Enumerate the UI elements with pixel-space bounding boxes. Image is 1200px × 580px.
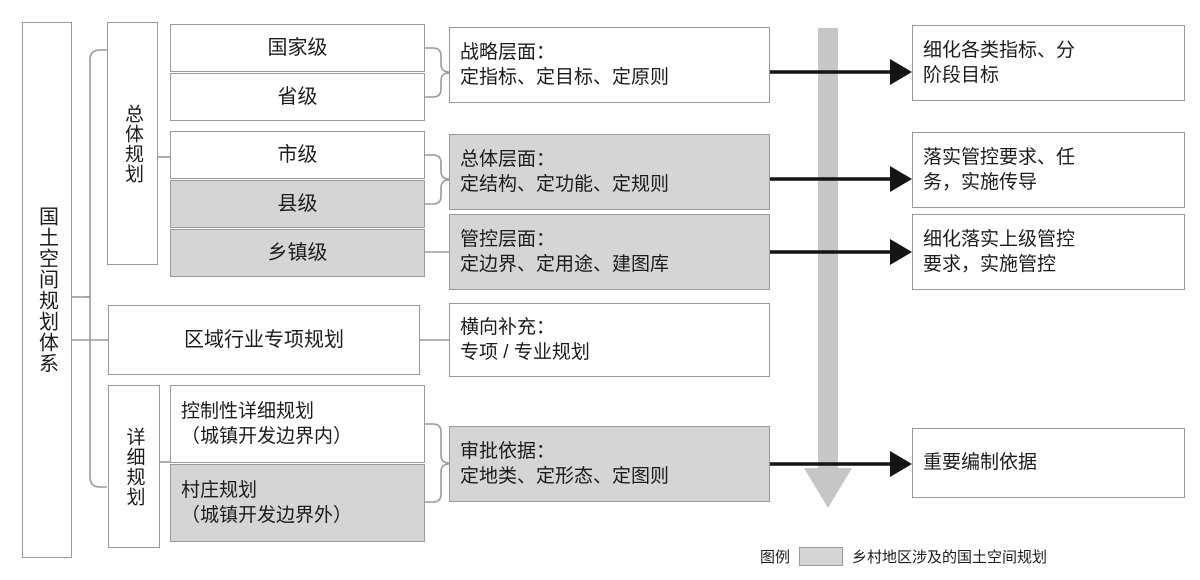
bracket-overall [425,154,450,205]
outcome-label-key-basis: 重要编制依据 [923,452,1038,474]
root-label: 国土空间规划体系 [35,206,58,374]
detail-label-regulatory: 控制性详细规划 （城镇开发边界内） [181,400,353,447]
outcome-label-refine-superior: 细化落实上级管控 要求，实施管控 [923,228,1076,275]
aspect-label-overall: 总体层面： 定结构、定功能、定规则 [460,148,670,195]
outcome-box-refine-indicators[interactable]: 细化各类指标、分 阶段目标 [912,25,1185,101]
level-label-provincial: 省级 [277,85,318,108]
aspect-label-horizontal: 横向补充： 专项 / 专业规划 [460,316,590,363]
level-box-municipal[interactable]: 市级 [170,131,425,179]
aspect-box-overall[interactable]: 总体层面： 定结构、定功能、定规则 [449,134,770,210]
level-label-national: 国家级 [267,36,328,59]
level-box-national[interactable]: 国家级 [170,24,425,72]
outcome-box-key-basis[interactable]: 重要编制依据 [912,428,1185,498]
group-label-detailed: 详细规划 [123,426,145,507]
arrow-control-to-outcome [770,239,912,265]
group-box-overall[interactable]: 总体规划 [107,22,158,265]
root-box[interactable]: 国土空间规划体系 [22,22,72,558]
aspect-box-approval[interactable]: 审批依据： 定地类、定形态、定图则 [449,426,770,502]
legend: 图例 乡村地区涉及的国土空间规划 [760,546,1047,567]
level-label-county: 县级 [277,192,318,215]
aspect-box-horizontal[interactable]: 横向补充： 专项 / 专业规划 [449,303,770,377]
grey-direction-arrow [804,28,852,508]
outcome-box-implement-control[interactable]: 落实管控要求、任 务，实施传导 [912,132,1185,208]
special-label-regional-sector: 区域行业专项规划 [184,328,344,351]
group-label-overall: 总体规划 [122,103,143,184]
level-box-provincial[interactable]: 省级 [170,73,425,121]
level-box-township[interactable]: 乡镇级 [170,229,425,277]
bracket-approval [425,423,450,503]
outcome-label-refine-indicators: 细化各类指标、分 阶段目标 [923,39,1076,86]
outcome-box-refine-superior[interactable]: 细化落实上级管控 要求，实施管控 [912,214,1185,290]
level-label-municipal: 市级 [277,143,318,166]
arrow-strategic-to-outcome [770,59,912,85]
aspect-label-control: 管控层面： 定边界、定用途、建图库 [460,228,670,275]
level-label-township: 乡镇级 [267,241,328,264]
group-box-detailed[interactable]: 详细规划 [108,385,160,548]
legend-swatch-shaded [799,547,844,566]
arrow-approval-to-outcome [770,451,912,477]
detail-box-regulatory[interactable]: 控制性详细规划 （城镇开发边界内） [170,385,425,463]
level-box-county[interactable]: 县级 [170,180,425,228]
root-bracket [72,49,107,488]
aspect-box-control[interactable]: 管控层面： 定边界、定用途、建图库 [449,214,770,290]
special-box-regional-sector[interactable]: 区域行业专项规划 [108,305,420,375]
aspect-label-strategic: 战略层面： 定指标、定目标、定原则 [460,41,670,88]
legend-swatch-label: 乡村地区涉及的国土空间规划 [852,549,1048,566]
outcome-label-implement-control: 落实管控要求、任 务，实施传导 [923,146,1076,193]
detail-label-village: 村庄规划 （城镇开发边界外） [181,479,353,526]
aspect-label-approval: 审批依据： 定地类、定形态、定图则 [460,440,670,487]
bracket-strategic [425,47,450,98]
detail-box-village[interactable]: 村庄规划 （城镇开发边界外） [170,464,425,542]
aspect-box-strategic[interactable]: 战略层面： 定指标、定目标、定原则 [449,27,770,103]
legend-title: 图例 [760,549,791,566]
arrow-overall-to-outcome [770,166,912,192]
